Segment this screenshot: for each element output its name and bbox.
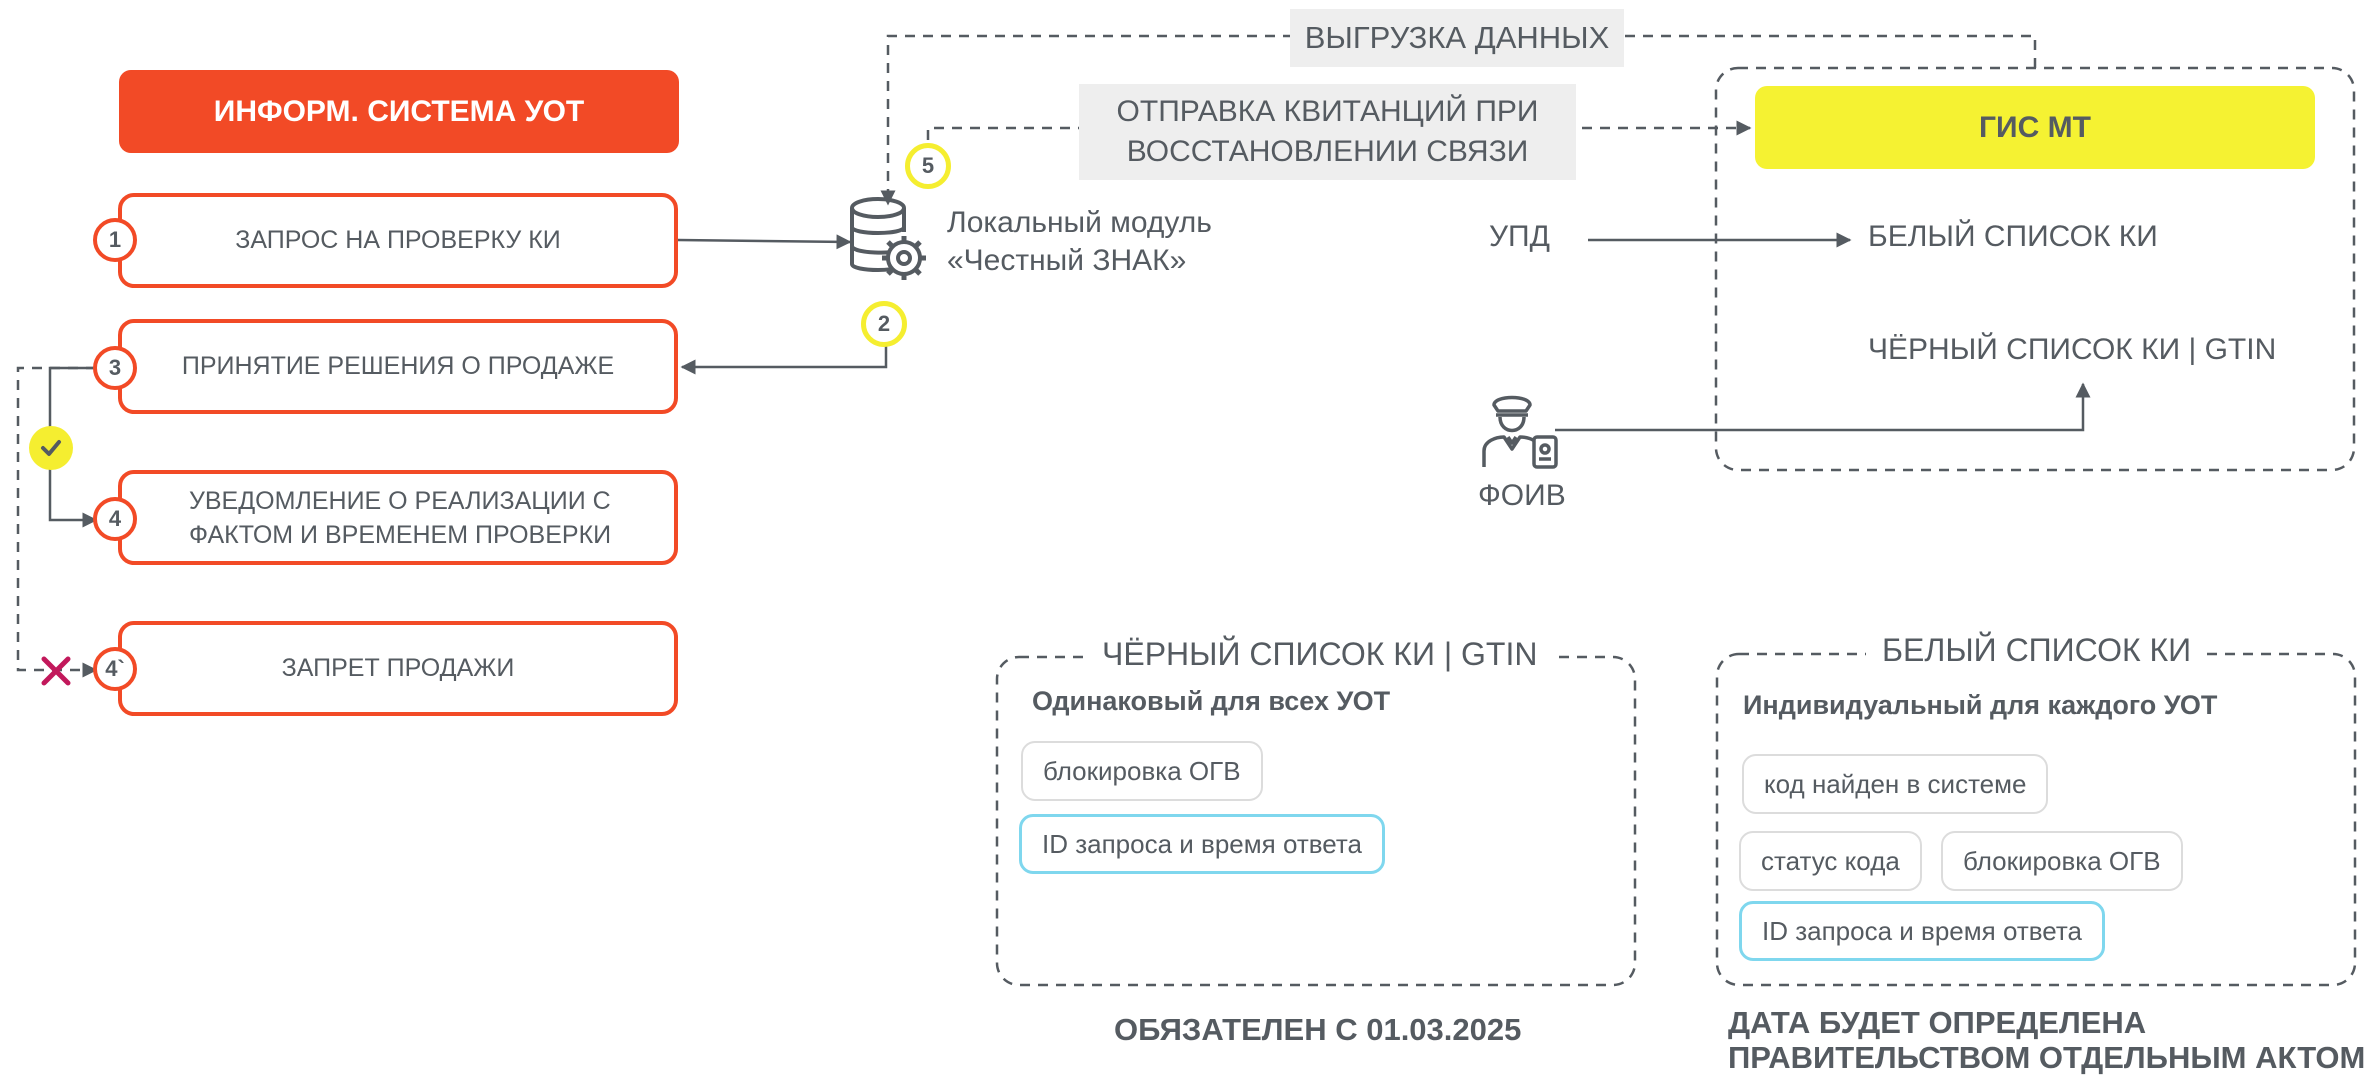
database-gear-icon bbox=[848, 194, 930, 284]
step-4b-box[interactable]: ЗАПРЕТ ПРОДАЖИ bbox=[118, 621, 678, 716]
receipts-label-line2: ВОССТАНОВЛЕНИИ СВЯЗИ bbox=[1126, 135, 1529, 168]
receipts-label-line1: ОТПРАВКА КВИТАНЦИЙ ПРИ bbox=[1116, 95, 1539, 128]
step-4-label-line2: ФАКТОМ И ВРЕМЕНЕМ ПРОВЕРКИ bbox=[189, 520, 612, 549]
white-chip-code-found: код найден в системе bbox=[1742, 754, 2049, 814]
module-name-line1: Локальный модуль bbox=[947, 206, 1212, 239]
black-list-label: ЧЁРНЫЙ СПИСОК КИ | GTIN bbox=[1868, 333, 2277, 366]
white-panel-title: БЕЛЫЙ СПИСОК КИ bbox=[1866, 632, 2208, 669]
white-chip-code-status: статус кода bbox=[1739, 831, 1922, 891]
black-panel-footer: ОБЯЗАТЕЛЕН С 01.03.2025 bbox=[1114, 1012, 1522, 1047]
step-3-number: 3 bbox=[93, 346, 137, 390]
step-4-label-line1: УВЕДОМЛЕНИЕ О РЕАЛИЗАЦИИ С bbox=[189, 486, 611, 515]
cross-icon bbox=[40, 655, 72, 687]
step-4-box[interactable]: УВЕДОМЛЕНИЕ О РЕАЛИЗАЦИИ С ФАКТОМ И ВРЕМ… bbox=[118, 470, 678, 565]
white-chip-ogv-block: блокировка ОГВ bbox=[1941, 831, 2183, 891]
white-panel-footer-line2: ПРАВИТЕЛЬСТВОМ ОТДЕЛЬНЫМ АКТОМ bbox=[1728, 1040, 2366, 1075]
foiv-label: ФОИВ bbox=[1478, 479, 1566, 512]
step-1-number: 1 bbox=[93, 218, 137, 262]
step-4b-label: ЗАПРЕТ ПРОДАЖИ bbox=[281, 654, 515, 682]
step-4b-number: 4` bbox=[93, 647, 137, 691]
step-3-label: ПРИНЯТИЕ РЕШЕНИЯ О ПРОДАЖЕ bbox=[181, 352, 615, 380]
upd-label: УПД bbox=[1489, 220, 1550, 253]
black-chip-ogv-block: блокировка ОГВ bbox=[1021, 741, 1263, 801]
gis-mt-header: ГИС МТ bbox=[1755, 86, 2315, 169]
step-4-number: 4 bbox=[93, 497, 137, 541]
upload-data-label: ВЫГРУЗКА ДАННЫХ bbox=[1290, 9, 1624, 67]
info-system-header: ИНФОРМ. СИСТЕМА УОТ bbox=[119, 70, 679, 153]
check-icon bbox=[29, 426, 73, 470]
white-chip-request-id: ID запроса и время ответа bbox=[1739, 901, 2105, 961]
officer-icon bbox=[1480, 391, 1560, 469]
white-panel-footer-line1: ДАТА БУДЕТ ОПРЕДЕЛЕНА bbox=[1728, 1005, 2147, 1040]
step-5-number: 5 bbox=[905, 143, 951, 189]
white-list-label: БЕЛЫЙ СПИСОК КИ bbox=[1868, 220, 2158, 253]
step-2-number: 2 bbox=[861, 301, 907, 347]
black-panel-title: ЧЁРНЫЙ СПИСОК КИ | GTIN bbox=[1086, 636, 1554, 673]
step-1-box[interactable]: ЗАПРОС НА ПРОВЕРКУ КИ bbox=[118, 193, 678, 288]
step-1-label: ЗАПРОС НА ПРОВЕРКУ КИ bbox=[235, 226, 561, 254]
white-panel-subtitle: Индивидуальный для каждого УОТ bbox=[1743, 690, 2218, 720]
module-name-line2: «Честный ЗНАК» bbox=[947, 244, 1187, 277]
receipts-label: ОТПРАВКА КВИТАНЦИЙ ПРИ ВОССТАНОВЛЕНИИ СВ… bbox=[1079, 84, 1576, 180]
step-3-box[interactable]: ПРИНЯТИЕ РЕШЕНИЯ О ПРОДАЖЕ bbox=[118, 319, 678, 414]
black-panel-subtitle: Одинаковый для всех УОТ bbox=[1032, 686, 1391, 716]
black-chip-request-id: ID запроса и время ответа bbox=[1019, 814, 1385, 874]
